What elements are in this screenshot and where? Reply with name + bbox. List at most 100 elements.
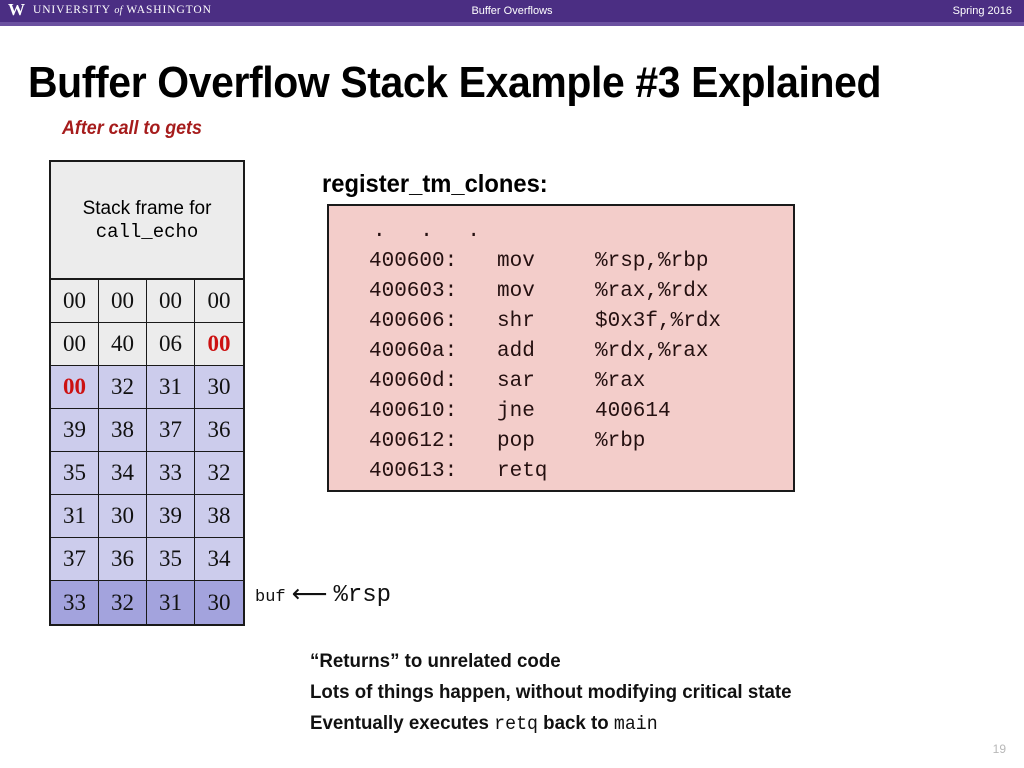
stack-cell: 39	[51, 409, 99, 451]
code-mnemonic: jne	[497, 399, 535, 423]
stack-cell: 00	[99, 280, 147, 322]
note-line-3: Eventually executes retq back to main	[310, 708, 944, 740]
code-line: 400600: mov %rsp,%rbp	[329, 246, 793, 276]
uw-wordmark: UNIVERSITY of WASHINGTON	[33, 4, 212, 16]
stack-cell: 38	[195, 495, 243, 537]
code-operands: %rdx,%rax	[595, 339, 709, 363]
header-bar	[0, 0, 1024, 22]
code-address: 400612:	[369, 429, 458, 453]
stack-cell: 31	[147, 581, 195, 624]
stack-cell: 32	[99, 581, 147, 624]
code-address: 400606:	[369, 309, 458, 333]
code-address: 40060d:	[369, 369, 458, 393]
code-line: 40060a: add %rdx,%rax	[329, 336, 793, 366]
buf-pointer-annotation: buf ⟵ %rsp	[255, 580, 391, 609]
code-line: 400613: retq	[329, 456, 793, 486]
stack-cell: 30	[195, 581, 243, 624]
stack-cell: 00	[51, 366, 99, 408]
code-address: 400603:	[369, 279, 458, 303]
code-line: 400603: mov %rax,%rdx	[329, 276, 793, 306]
code-listing-panel: . . . 400600: mov %rsp,%rbp 400603: mov %rax,…	[327, 204, 795, 492]
stack-cell: 00	[51, 323, 99, 365]
code-line: 40060d: sar %rax	[329, 366, 793, 396]
buf-label: buf	[255, 588, 286, 607]
stack-cell: 37	[147, 409, 195, 451]
code-section-heading: register_tm_clones:	[322, 170, 548, 198]
stack-cell: 31	[51, 495, 99, 537]
uw-wordmark-university: UNIVERSITY	[33, 4, 111, 16]
note-line-1: “Returns” to unrelated code	[310, 650, 561, 672]
stack-cell: 32	[195, 452, 243, 494]
uw-logo: W UNIVERSITY of WASHINGTON	[6, 0, 212, 19]
uw-w-mark-icon: W	[8, 0, 25, 19]
note-line-2: Lots of things happen, without modifying…	[310, 681, 792, 703]
note-line-3-main: main	[613, 713, 658, 735]
stack-frame-label: Stack frame for	[82, 197, 212, 219]
code-mnemonic: sar	[497, 369, 535, 393]
code-mnemonic: add	[497, 339, 535, 363]
stack-cell: 06	[147, 323, 195, 365]
stack-cell: 30	[99, 495, 147, 537]
stack-cell: 34	[99, 452, 147, 494]
uw-wordmark-of: of	[114, 5, 123, 16]
code-operands: %rax,%rdx	[595, 279, 709, 303]
note-line-3-retq: retq	[494, 713, 538, 735]
code-address: 400610:	[369, 399, 458, 423]
stack-cell: 40	[99, 323, 147, 365]
stack-cell: 36	[195, 409, 243, 451]
header-underline	[0, 22, 1024, 26]
header-term: Spring 2016	[952, 5, 1012, 17]
code-line: 400610: jne 400614	[329, 396, 793, 426]
stack-cell: 33	[51, 581, 99, 624]
slide-number: 19	[992, 742, 1006, 756]
code-mnemonic: pop	[497, 429, 535, 453]
stack-cell: 00	[147, 280, 195, 322]
stack-cell: 36	[99, 538, 147, 580]
code-mnemonic: mov	[497, 249, 535, 273]
stack-cell: 38	[99, 409, 147, 451]
stack-frame-function-name: call_echo	[95, 220, 199, 243]
stack-cell: 00	[195, 323, 243, 365]
code-mnemonic: mov	[497, 279, 535, 303]
slide-subtitle: After call to gets	[62, 118, 202, 139]
stack-cell: 37	[51, 538, 99, 580]
code-address: 400600:	[369, 249, 458, 273]
code-mnemonic: shr	[497, 309, 535, 333]
stack-cell: 34	[195, 538, 243, 580]
left-arrow-icon: ⟵	[291, 579, 328, 608]
stack-cell: 39	[147, 495, 195, 537]
code-line: 400612: pop %rbp	[329, 426, 793, 456]
stack-cell: 31	[147, 366, 195, 408]
bottom-notes: “Returns” to unrelated code Lots of thin…	[310, 646, 970, 740]
code-ellipsis: . . .	[373, 219, 492, 243]
code-operands: $0x3f,%rdx	[595, 309, 722, 333]
code-operands: 400614	[595, 399, 671, 423]
stack-cell: 00	[51, 280, 99, 322]
stack-cell: 35	[51, 452, 99, 494]
note-line-3-mid: back to	[537, 712, 614, 734]
code-operands: %rsp,%rbp	[595, 249, 709, 273]
code-address: 40060a:	[369, 339, 458, 363]
rsp-register-label: %rsp	[333, 582, 392, 609]
note-line-3-pre: Eventually executes	[310, 712, 495, 734]
code-line: 400606: shr $0x3f,%rdx	[329, 306, 793, 336]
code-operands: %rax	[595, 369, 646, 393]
code-address: 400613:	[369, 459, 458, 483]
uw-wordmark-washington: WASHINGTON	[126, 4, 212, 16]
code-operands: %rbp	[595, 429, 646, 453]
stack-cell: 33	[147, 452, 195, 494]
page-title: Buffer Overflow Stack Example #3 Explain…	[28, 58, 882, 107]
code-mnemonic: retq	[497, 459, 548, 483]
stack-cell: 32	[99, 366, 147, 408]
stack-cell: 30	[195, 366, 243, 408]
